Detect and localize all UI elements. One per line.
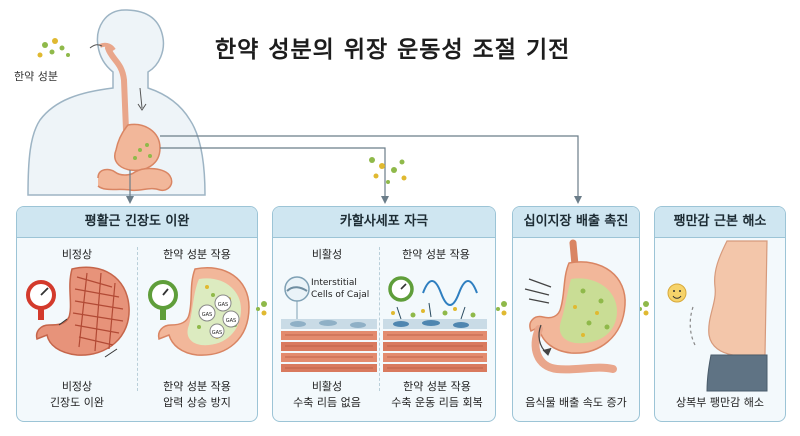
tissue-comparison bbox=[281, 276, 487, 372]
gas-bubble-label: GAS bbox=[201, 312, 213, 318]
esophagus bbox=[105, 45, 129, 133]
panel-bloating: 팽만감 근본 해소 상복부 팽만감 해소 bbox=[654, 206, 786, 422]
pressure-gauge-icon bbox=[26, 280, 56, 320]
duodenum-illustration bbox=[524, 239, 626, 374]
active-gauge-icon bbox=[388, 276, 414, 302]
rhythm-wave bbox=[422, 280, 478, 306]
right-caption-line2: 압력 상승 방지 bbox=[163, 396, 231, 409]
relaxed-stomach bbox=[157, 267, 250, 356]
normal-gauge-icon bbox=[148, 280, 178, 320]
herb-particles-top bbox=[37, 38, 70, 58]
left-caption-line2: 긴장도 이완 bbox=[49, 396, 105, 409]
panel-duodenum: 십이지장 배출 촉진 음식물 배출 속도 증가 bbox=[512, 206, 640, 422]
smiley-icon bbox=[667, 283, 687, 303]
panel-divider bbox=[379, 247, 380, 391]
tense-stomach bbox=[35, 266, 130, 358]
active-tissue bbox=[383, 302, 487, 372]
herb-particles-mid bbox=[369, 157, 407, 184]
panel-title: 십이지장 배출 촉진 bbox=[513, 207, 639, 238]
gas-bubble-label: GAS bbox=[225, 318, 237, 324]
left-label: 비정상 bbox=[61, 248, 93, 261]
inactive-tissue bbox=[281, 319, 377, 372]
panel-divider bbox=[137, 247, 138, 391]
panel-smooth-muscle: 평활근 긴장도 이완 비정상 한약 성분 작용 bbox=[16, 206, 258, 422]
abdomen-illustration bbox=[667, 240, 768, 392]
left-caption-line2: 수축 리듬 없음 bbox=[293, 396, 361, 409]
page-title: 한약 성분의 위장 운동성 조절 기전 bbox=[215, 37, 571, 63]
intestines bbox=[97, 167, 173, 192]
gas-bubble-label: GAS bbox=[211, 330, 223, 336]
left-caption-line1: 비정상 bbox=[61, 380, 93, 393]
herb-label: 한약 성분 bbox=[14, 70, 58, 83]
right-caption-line2: 수축 운동 리듬 회복 bbox=[391, 396, 483, 409]
torso bbox=[708, 240, 768, 356]
icc-label-line1: Interstitial bbox=[311, 278, 357, 288]
human-silhouette bbox=[27, 9, 206, 196]
right-caption-line1: 한약 성분 작용 bbox=[163, 380, 231, 393]
left-label: 비활성 bbox=[311, 248, 343, 261]
panel-title: 팽만감 근본 해소 bbox=[655, 207, 785, 238]
panel-caption: 음식물 배출 속도 증가 bbox=[525, 396, 627, 409]
panel-cajal-cells: 카할사세포 자극 비활성 한약 성분 작용 bbox=[272, 206, 496, 422]
panel-title: 평활근 긴장도 이완 bbox=[17, 207, 257, 238]
panel-title: 카할사세포 자극 bbox=[273, 207, 495, 238]
icc-label-line2: Cells of Cajal bbox=[311, 290, 370, 300]
right-label: 한약 성분 작용 bbox=[163, 248, 231, 261]
duodenum bbox=[531, 325, 617, 374]
stomach-comparison bbox=[26, 266, 250, 358]
panel-caption: 상복부 팽만감 해소 bbox=[676, 396, 764, 409]
magnifier-icon bbox=[284, 276, 310, 319]
right-label: 한약 성분 작용 bbox=[402, 248, 470, 261]
left-caption-line1: 비활성 bbox=[311, 380, 343, 393]
gas-bubble-label: GAS bbox=[217, 302, 229, 308]
right-caption-line1: 한약 성분 작용 bbox=[403, 380, 471, 393]
